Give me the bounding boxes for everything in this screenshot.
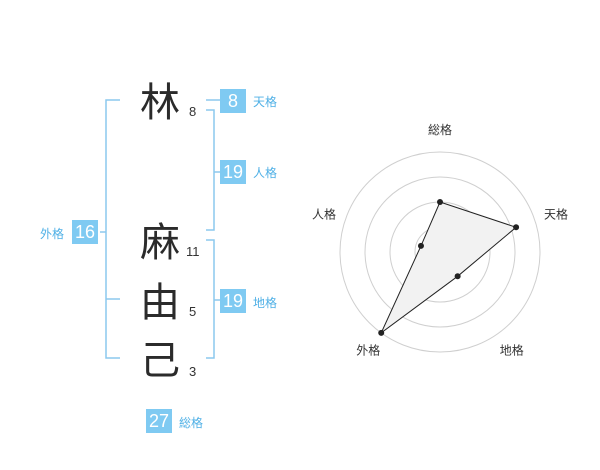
stroke-count-1: 8 [189,104,197,119]
soukaku-label: 総格 [179,416,204,430]
radar-axis-label-1: 総格 [428,122,452,137]
tenkaku-badge: 8 [220,89,246,113]
radar-point-1 [437,199,443,205]
gaikaku-label: 外格 [40,227,65,241]
radar-points [378,199,520,336]
bracket-lines [100,99,220,359]
jinkaku-badge: 19 [220,160,246,184]
chikaku-bracket [206,239,215,359]
gaikaku-badge: 16 [72,220,98,244]
stroke-count-4: 3 [189,364,197,379]
gaikaku-bracket [105,99,120,359]
jinkaku-label: 人格 [253,166,278,180]
radar-axis-label-4: 外格 [356,343,380,358]
chikaku-badge: 19 [220,289,246,313]
name-char-1: 林 [140,80,180,126]
jinkaku-bracket [206,109,215,231]
radar-axis-label-5: 人格 [312,206,336,221]
radar-ring-3 [364,176,516,328]
name-char-3: 由 [140,280,180,326]
radar-axis-label-3: 地格 [500,343,524,358]
radar-point-4 [378,329,385,336]
name-char-4: 己 [140,338,180,384]
radar-point-3 [454,273,461,280]
radar-polygon [380,201,518,334]
soukaku-badge: 27 [146,409,172,433]
chikaku-label: 地格 [253,296,278,310]
name-char-2: 麻 [140,220,180,266]
stroke-count-3: 5 [189,304,197,319]
radar-point-2 [513,224,520,231]
radar-axis-label-2: 天格 [544,206,568,221]
stroke-count-2: 11 [186,244,200,259]
tenkaku-label: 天格 [253,95,278,109]
radar-point-5 [417,242,424,249]
radar-ring-4 [339,151,541,353]
